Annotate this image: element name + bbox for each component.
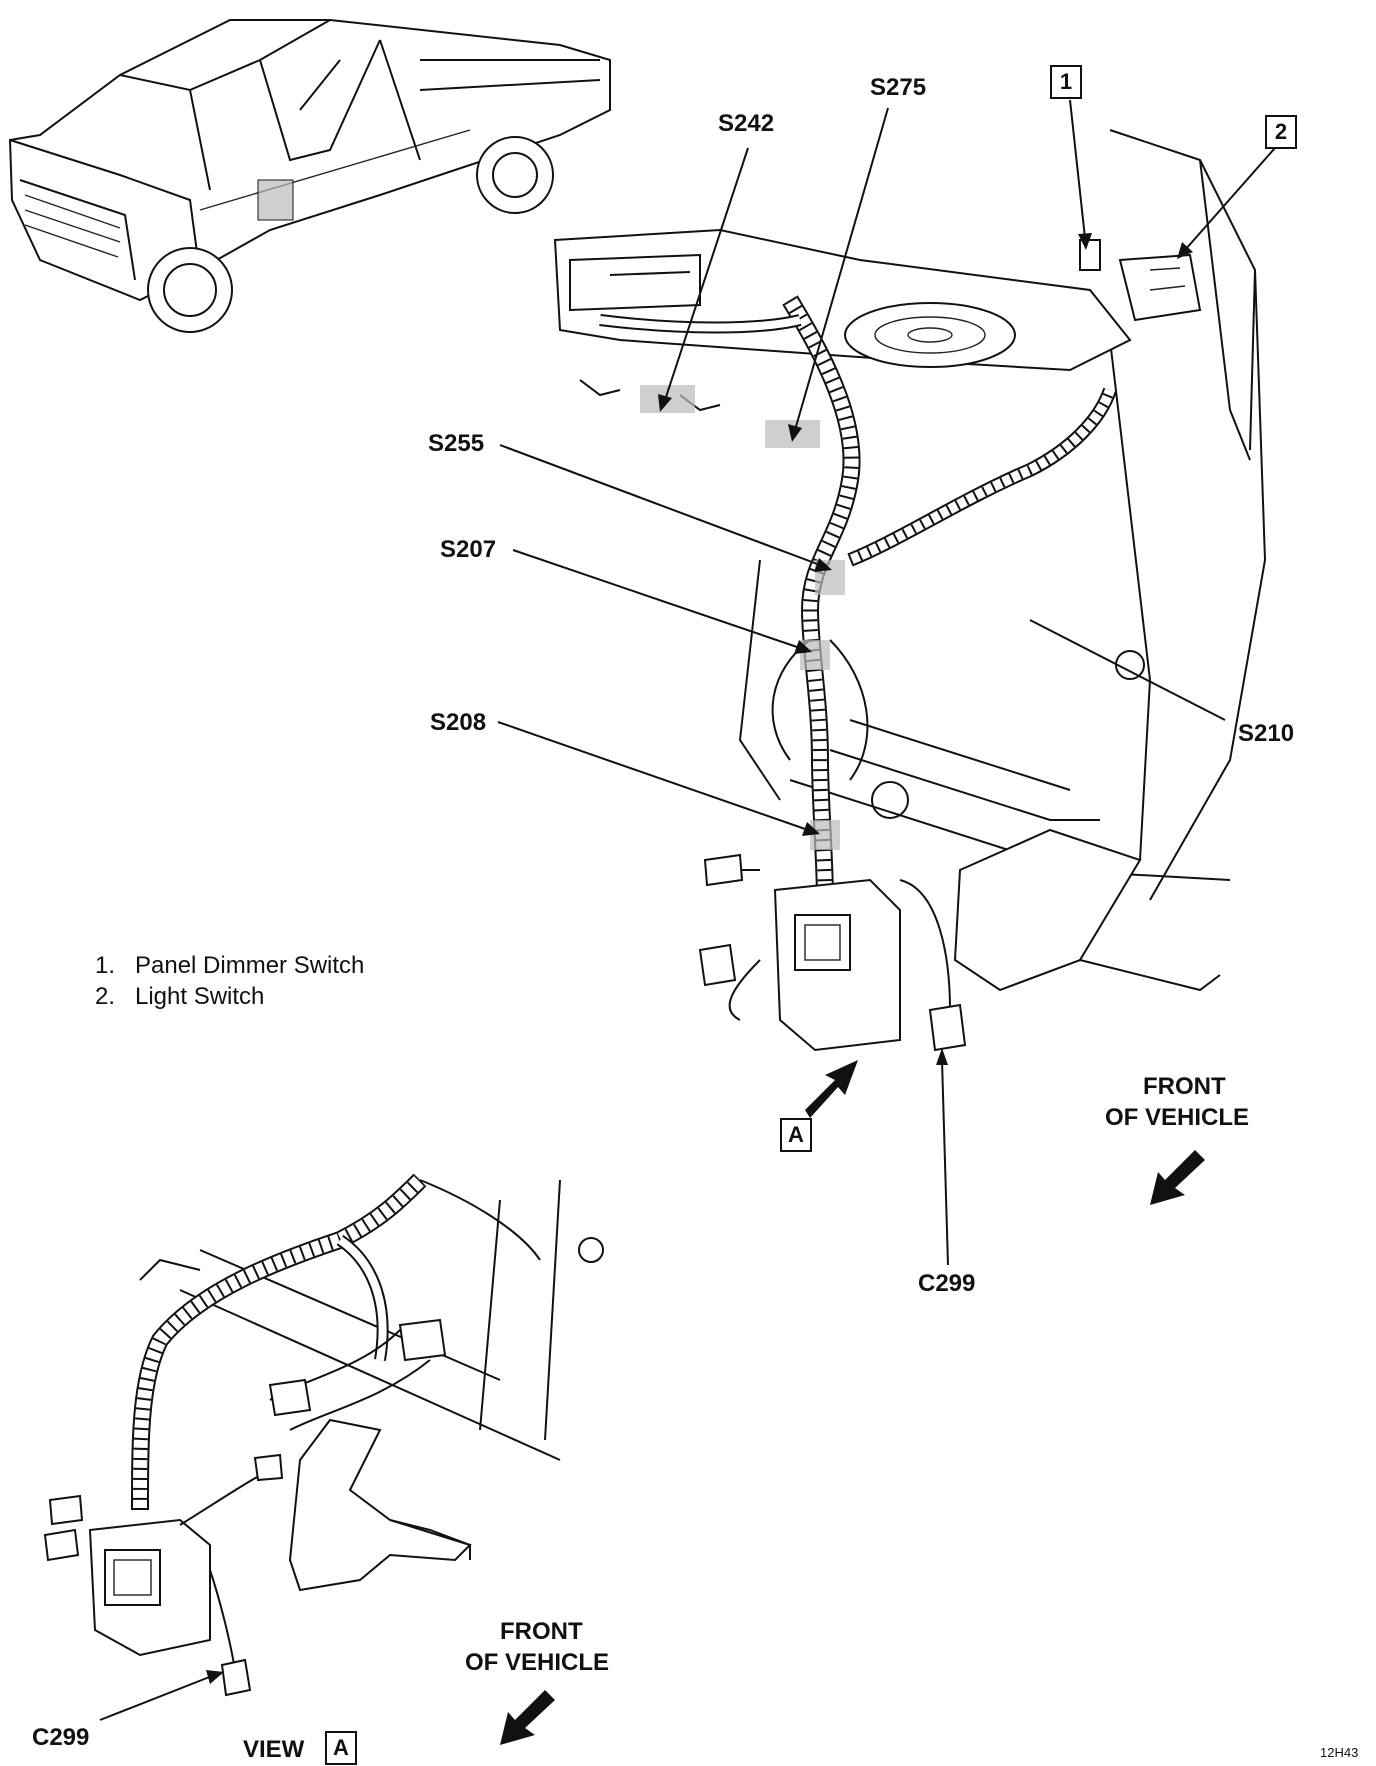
callout-s207: S207 <box>440 536 497 563</box>
front-of-vehicle-main-line1: FRONT <box>1143 1073 1226 1100</box>
truck-illustration <box>8 19 611 333</box>
callout-box-2: 2 <box>1265 115 1297 149</box>
callout-c299-main: C299 <box>918 1270 976 1297</box>
callout-s210: S210 <box>1238 720 1295 747</box>
callout-s275: S275 <box>870 74 927 101</box>
legend-item-2: 2.Light Switch <box>95 983 265 1011</box>
legend: 1.Panel Dimmer Switch 2.Light Switch <box>95 950 364 1012</box>
figure-code: 12H43 <box>1320 1745 1359 1760</box>
callout-s208: S208 <box>430 709 487 736</box>
dash-assembly <box>553 129 1267 1052</box>
callout-leaders <box>497 99 1276 1266</box>
view-a-leaders <box>99 1670 555 1745</box>
view-a-illustration <box>43 1173 604 1697</box>
callout-s242: S242 <box>718 110 775 137</box>
view-a-box: A <box>325 1731 357 1765</box>
front-of-vehicle-view-line1: FRONT <box>500 1618 583 1645</box>
callout-box-1: 1 <box>1050 65 1082 99</box>
view-label: VIEW <box>243 1736 305 1763</box>
callout-c299-view: C299 <box>32 1724 90 1751</box>
front-of-vehicle-view-line2: OF VEHICLE <box>465 1649 610 1676</box>
front-of-vehicle-main-line2: OF VEHICLE <box>1105 1104 1250 1131</box>
legend-item-1: 1.Panel Dimmer Switch <box>95 952 365 979</box>
view-a-reference-box: A <box>780 1118 812 1152</box>
callout-s255: S255 <box>428 430 485 457</box>
